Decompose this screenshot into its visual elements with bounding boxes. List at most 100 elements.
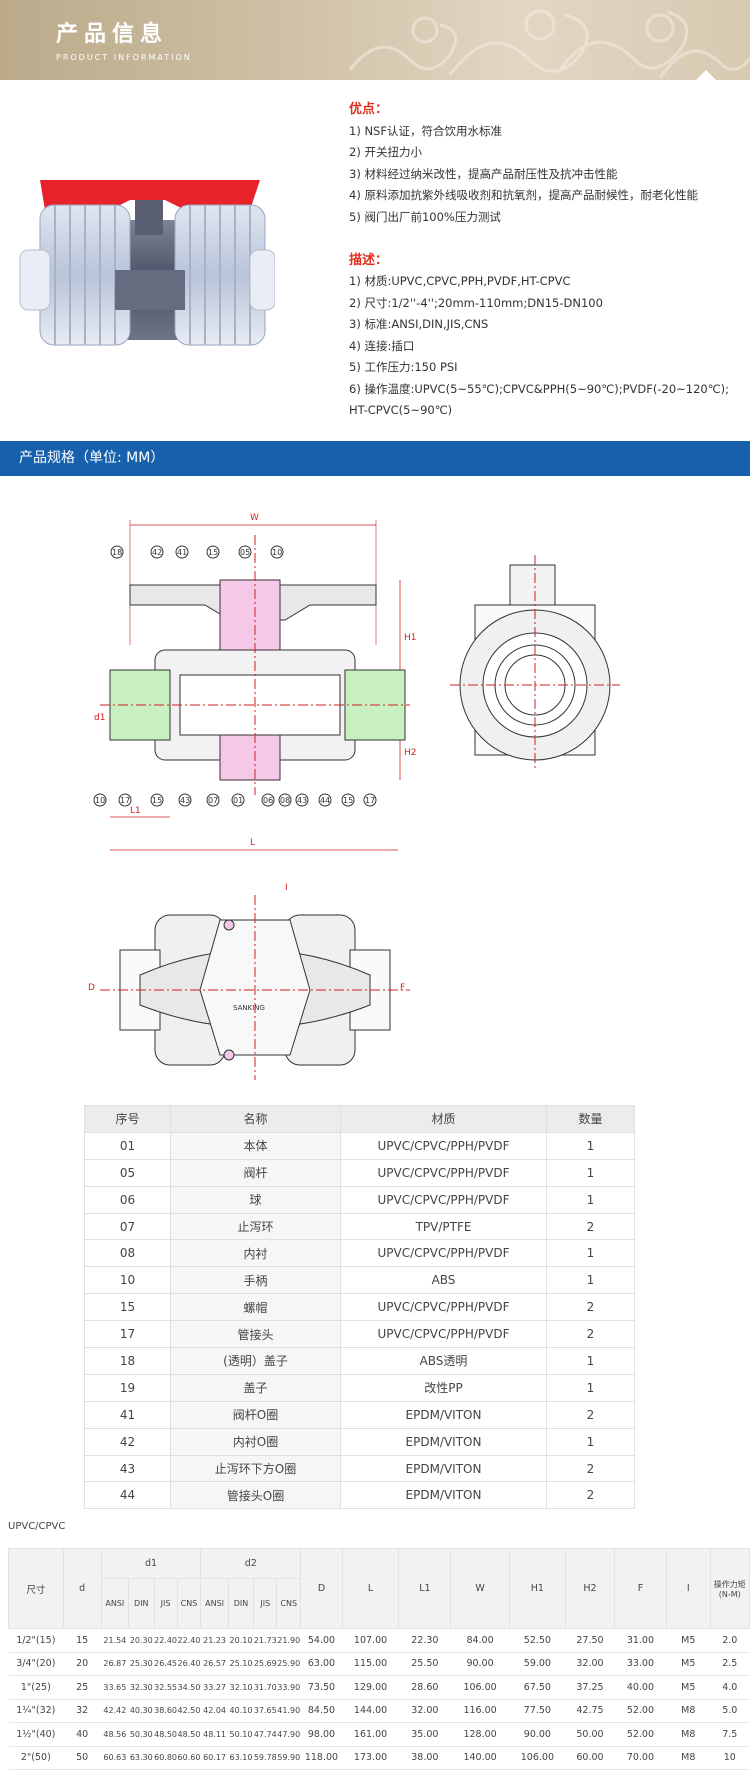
spec-cell: 129.00: [342, 1675, 399, 1700]
std-header: ANSI: [200, 1578, 229, 1629]
technical-drawing: W H1 H2 L L1 d1 d2 D F I 18 42 41 1: [88, 513, 620, 1080]
spec-cell: 26.87: [101, 1652, 129, 1676]
spec-cell: 54.00: [300, 1628, 343, 1653]
spec-cell: 60.60: [177, 1746, 201, 1770]
std-header: CNS: [276, 1578, 302, 1629]
spec-cell: 60.63: [101, 1746, 129, 1770]
spec-cell: 40.10: [228, 1699, 254, 1723]
spec-cell: 140.00: [450, 1746, 510, 1770]
callout-bottom: 43: [297, 796, 307, 805]
parts-cell: 10: [84, 1266, 171, 1295]
spec-header: L: [341, 1548, 400, 1629]
spec-header-size: 尺寸: [8, 1548, 64, 1629]
spec-cell: 144.00: [342, 1699, 399, 1723]
parts-cell: 手柄: [170, 1266, 341, 1295]
spec-cell: 25.50: [398, 1652, 451, 1676]
parts-cell: 1: [546, 1347, 635, 1375]
spec-cell: 42.75: [565, 1699, 615, 1723]
spec-cell: 31.00: [614, 1628, 667, 1653]
callout-top: 42: [152, 548, 162, 557]
parts-cell: 阀杆O圈: [170, 1400, 341, 1429]
description-item: 2) 尺寸:1/2''-4'';20mm-110mm;DN15-DN100: [349, 295, 603, 310]
spec-cell: 63.00: [300, 1652, 343, 1676]
spec-cell: 38.00: [398, 1746, 451, 1770]
spec-cell: 28.60: [398, 1675, 451, 1700]
spec-cell: 22.40: [154, 1628, 178, 1653]
callout-top: 41: [177, 548, 187, 557]
spec-cell: 25: [63, 1675, 102, 1700]
parts-cell: TPV/PTFE: [340, 1212, 547, 1241]
dim-I: I: [285, 883, 288, 893]
banner-notch: [696, 70, 716, 80]
spec-table: 尺寸 d d1 d2 D L L1 W H1 H2 F I 操作力矩(N-M) …: [8, 1548, 750, 1770]
spec-cell: 25.90: [276, 1652, 301, 1676]
parts-cell: 2: [546, 1481, 635, 1510]
spec-cell: 98.00: [300, 1722, 343, 1747]
spec-cell: 2.5: [710, 1652, 750, 1676]
advantage-item: 3) 材料经过纳米改性，提高产品耐压性及抗冲击性能: [349, 166, 618, 181]
parts-cell: EPDM/VITON: [340, 1427, 547, 1456]
spec-cell: 50.30: [128, 1722, 155, 1747]
parts-cell: 42: [84, 1427, 171, 1456]
spec-cell: 84.00: [450, 1628, 510, 1653]
spec-header: D: [300, 1548, 343, 1629]
parts-cell: 盖子: [170, 1373, 341, 1402]
description-item: 3) 标准:ANSI,DIN,JIS,CNS: [349, 317, 489, 331]
product-info: 优点： 1) NSF认证，符合饮用水标准 2) 开关扭力小 3) 材料经过纳米改…: [349, 99, 729, 422]
parts-cell: 1: [546, 1185, 635, 1214]
spec-cell: 22.30: [398, 1628, 451, 1653]
spec-cell: 48.50: [177, 1722, 201, 1747]
spec-cell: 63.30: [128, 1746, 155, 1770]
parts-cell: 1: [546, 1158, 635, 1187]
spec-cell: 33.90: [276, 1675, 301, 1700]
description-item: 5) 工作压力:150 PSI: [349, 360, 458, 374]
callout-bottom: 43: [180, 796, 190, 805]
spec-cell: 26.45: [154, 1652, 178, 1676]
parts-cell: 17: [84, 1320, 171, 1349]
spec-cell: 25.30: [128, 1652, 155, 1676]
advantage-item: 4) 原料添加抗紫外线吸收剂和抗氧剂，提高产品耐候性，耐老化性能: [349, 188, 698, 202]
spec-cell: 21.90: [276, 1628, 301, 1653]
callout-bottom: 17: [365, 796, 375, 805]
spec-cell: 106.00: [450, 1675, 510, 1700]
callout-top: 18: [112, 548, 122, 557]
spec-cell: 34.50: [177, 1675, 201, 1700]
swirl-pattern-icon: [348, 9, 750, 79]
spec-cell: 26.57: [200, 1652, 229, 1676]
parts-cell: 2: [546, 1293, 635, 1322]
std-header: JIS: [153, 1578, 178, 1629]
spec-section-bar: 产品规格（单位: MM）: [0, 441, 750, 476]
banner-subtitle: PRODUCT INFORMATION: [56, 53, 192, 62]
spec-cell: 67.50: [509, 1675, 566, 1700]
parts-cell: 止泻环: [170, 1212, 341, 1241]
spec-cell: 70.00: [614, 1746, 667, 1770]
spec-cell: M5: [666, 1675, 711, 1700]
spec-cell: 50.10: [228, 1722, 254, 1747]
spec-cell: 41.90: [276, 1699, 301, 1723]
spec-section-title: 产品规格（单位: MM）: [19, 450, 165, 466]
spec-cell: M5: [666, 1628, 711, 1653]
spec-cell: 60.00: [565, 1746, 615, 1770]
std-header: DIN: [227, 1578, 255, 1629]
parts-cell: 内衬: [170, 1239, 341, 1268]
callout-top: 15: [208, 548, 218, 557]
valve-photo: [19, 180, 275, 346]
spec-cell: 116.00: [450, 1699, 510, 1723]
spec-cell: 1"(25): [8, 1675, 64, 1700]
std-header: DIN: [128, 1578, 155, 1629]
spec-cell: 40.30: [128, 1699, 155, 1723]
spec-cell: 60.17: [200, 1746, 229, 1770]
spec-cell: 21.73: [253, 1628, 277, 1653]
spec-cell: 37.65: [253, 1699, 277, 1723]
parts-cell: EPDM/VITON: [340, 1481, 547, 1510]
spec-cell: 47.90: [276, 1722, 301, 1747]
spec-cell: 4.0: [710, 1675, 750, 1700]
dim-W: W: [250, 513, 259, 523]
spec-cell: 26.40: [177, 1652, 201, 1676]
